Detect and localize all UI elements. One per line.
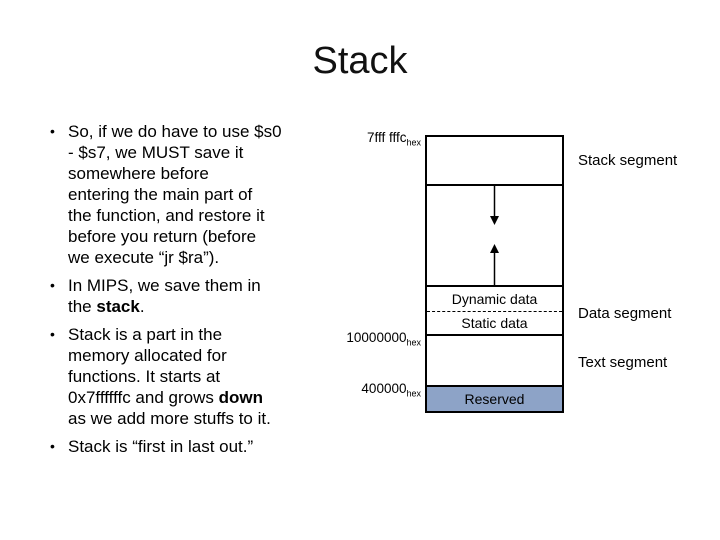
bullet-line: 0x7ffffffc and grows down (68, 388, 263, 407)
bullet-line: we execute “jr $ra”). (68, 248, 220, 267)
dynamic-data-label: Dynamic data (451, 291, 538, 307)
bullet-line: the stack. (68, 297, 145, 316)
bullet-line: Stack is a part in the (68, 325, 223, 344)
memory-diagram: Dynamic data Static data Reserved (425, 135, 564, 413)
reserved-box: Reserved (427, 387, 562, 411)
bullet-line: as we add more stuffs to it. (68, 409, 271, 428)
reserved-label: Reserved (464, 391, 525, 407)
bullet-marker: • (50, 326, 55, 342)
bullet-line: the function, and restore it (68, 206, 265, 225)
bullet-line: In MIPS, we save them in (68, 276, 261, 295)
bullet-line: somewhere before (68, 164, 209, 183)
bullet-line: Stack is “first in last out.” (68, 437, 254, 456)
hex-subscript: hex (406, 388, 421, 399)
growth-arrows-box (427, 186, 562, 287)
dynamic-data-box: Dynamic data (427, 287, 562, 312)
address-value: 7fff fffc (366, 130, 407, 145)
static-data-box: Static data (427, 312, 562, 336)
bullet-item: • Stack is “first in last out.” (50, 436, 340, 457)
down-arrow-icon (490, 216, 499, 225)
up-arrow-icon (490, 244, 499, 253)
address-label-stack-top: 7fff fffchex (367, 130, 421, 148)
bullet-list: • So, if we do have to use $s0 - $s7, we M… (50, 121, 340, 464)
bullet-item: • Stack is a part in the memory allocated … (50, 324, 340, 429)
bullet-line: entering the main part of (68, 185, 253, 204)
hex-subscript: hex (406, 337, 421, 348)
stack-segment-box (427, 137, 562, 186)
bullet-marker: • (50, 438, 55, 454)
address-value: 400000 (361, 381, 407, 396)
bullet-line: - $s7, we MUST save it (68, 143, 244, 162)
static-data-label: Static data (461, 315, 528, 331)
address-value: 10000000 (346, 330, 407, 345)
growth-arrows (490, 186, 499, 285)
address-label-text-top: 10000000hex (346, 330, 421, 348)
data-segment-label: Data segment (578, 305, 672, 322)
bullet-line: So, if we do have to use $s0 (68, 122, 282, 141)
bullet-item: • So, if we do have to use $s0 - $s7, we M… (50, 121, 340, 268)
stack-segment-label: Stack segment (578, 152, 678, 169)
bullet-line: before you return (before (68, 227, 257, 246)
text-segment-box (427, 336, 562, 387)
text-segment-label: Text segment (578, 354, 668, 371)
slide-title: Stack (312, 40, 408, 82)
bullet-marker: • (50, 277, 55, 293)
bullet-line: functions. It starts at (68, 367, 221, 386)
bullet-marker: • (50, 123, 55, 139)
hex-subscript: hex (406, 137, 421, 148)
address-label-reserved-top: 400000hex (361, 381, 421, 399)
bullet-line: memory allocated for (68, 346, 227, 365)
bullet-item: • In MIPS, we save them in the stack. (50, 275, 340, 317)
